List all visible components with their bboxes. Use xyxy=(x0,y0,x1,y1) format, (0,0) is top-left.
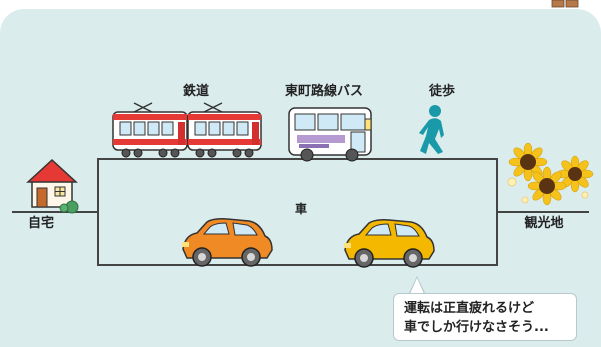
speech-bubble-tail xyxy=(410,278,424,294)
speech-bubble-line-2: 車でしか行けなさそう... xyxy=(404,320,549,335)
car-icon xyxy=(182,218,273,267)
speech-bubble-line-1: 運転は正直疲れるけど xyxy=(404,301,535,316)
bus-icon xyxy=(288,107,372,162)
destination-label: 観光地 xyxy=(524,216,564,231)
speech-bubble: 運転は正直疲れるけど 車でしか行けなさそう... xyxy=(393,293,577,341)
walking-person-icon xyxy=(419,105,444,154)
mode-label-rail: 鉄道 xyxy=(182,84,210,99)
home-label: 自宅 xyxy=(27,216,55,231)
car-icon xyxy=(344,219,435,268)
mode-label-car: 車 xyxy=(294,202,308,216)
house-icon xyxy=(26,158,79,214)
mode-label-walk: 徒歩 xyxy=(428,84,456,99)
diagram-background xyxy=(0,9,601,347)
sunflower-icon xyxy=(507,142,594,206)
corner-decoration-icon xyxy=(551,0,579,8)
route-box xyxy=(97,158,498,266)
mode-label-bus: 東町路線バス xyxy=(284,84,364,99)
route-lines xyxy=(12,158,589,266)
train-icon xyxy=(112,102,262,158)
